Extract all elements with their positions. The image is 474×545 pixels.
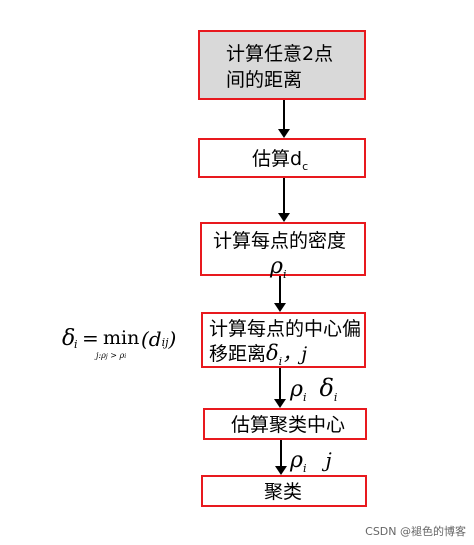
step-compute-density: 计算每点的密度 ρi [200,222,366,281]
step-compute-offset-line1: 计算每点的中心偏 [209,318,362,340]
rho-subscript: i [282,268,287,281]
formula-arg: (dij) [141,327,177,351]
arrow-4 [274,368,286,408]
delta-subscript: i [278,355,283,368]
step-compute-offset-line2: 移距离 [209,343,267,365]
rho-symbol: ρ [270,254,283,279]
step-compute-density-label: 计算每点的密度 [213,230,347,252]
step-compute-distance: 计算任意2点 间的距离 [198,30,366,100]
arrow-label-rho-delta: ρi δi [290,374,338,404]
step-estimate-dc: 估算dc [198,138,366,178]
step-estimate-dc-label: 估算d [252,148,303,170]
arrow-5 [275,440,287,475]
formula-lhs: δ [62,326,76,351]
step-estimate-centers-label: 估算聚类中心 [231,414,346,436]
arrow-3 [274,276,286,312]
formula-eq: = [82,326,99,350]
step-compute-offset: 计算每点的中心偏 移距离δi，j [201,312,366,368]
step-clustering: 聚类 [201,475,367,507]
formula-min-sub: j:ρj > ρi [96,351,127,360]
formula-min: min [103,327,140,349]
step-compute-distance-line2: 间的距离 [226,69,303,91]
arrow-label-rho-j: ρi j [290,448,332,475]
arrow-1 [278,100,290,138]
step-estimate-dc-sub: c [302,160,309,173]
j-symbol: ，j [282,343,308,365]
arrow-2 [278,178,290,222]
formula-lhs-sub: i [74,338,78,351]
watermark: CSDN @褪色的博客 [365,525,466,538]
delta-symbol: δ [266,341,279,365]
step-compute-distance-line1: 计算任意2点 [226,43,334,65]
delta-formula: δ i = min j:ρj > ρi (dij) [62,326,192,366]
step-clustering-label: 聚类 [264,481,303,503]
step-estimate-centers: 估算聚类中心 [203,408,367,440]
